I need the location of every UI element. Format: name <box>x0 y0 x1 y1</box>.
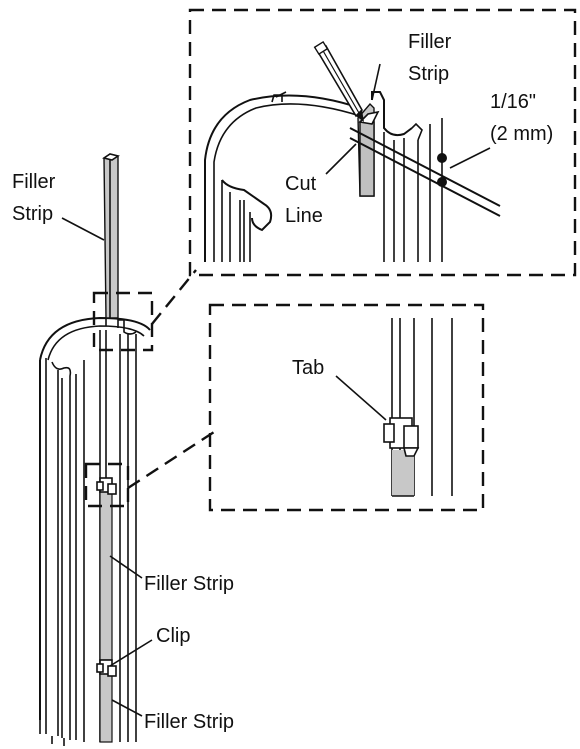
filler-strip-lower <box>99 671 113 743</box>
pencil-icon <box>313 40 364 122</box>
column-tab-icon <box>96 477 117 495</box>
main-column <box>39 316 151 746</box>
label-filler-strip-left-1: Filler <box>12 171 56 193</box>
label-tab: Tab <box>292 357 324 379</box>
clip-icon <box>96 659 117 677</box>
filler-strip-upper <box>99 489 113 661</box>
label-gap-metric: (2 mm) <box>490 123 553 145</box>
label-filler-strip-mid: Filler Strip <box>144 573 234 595</box>
detail-box-cut-line: Filler Strip 1/16" (2 mm) Cut Line <box>188 8 577 277</box>
label-clip: Clip <box>156 625 190 647</box>
label-filler-strip-left-2: Strip <box>12 203 53 225</box>
tab-icon <box>383 417 420 457</box>
loose-filler-strip <box>102 153 120 319</box>
label-filler-strip-detail-2: Strip <box>408 63 449 85</box>
callout-top-opening <box>92 291 154 352</box>
label-cut-line-1: Cut <box>285 173 317 195</box>
label-filler-strip-detail-1: Filler <box>408 31 452 53</box>
label-cut-line-2: Line <box>285 205 323 227</box>
label-gap-imperial: 1/16" <box>490 91 536 113</box>
detail-box-tab: Tab <box>208 303 485 512</box>
label-filler-strip-bottom: Filler Strip <box>144 711 234 733</box>
